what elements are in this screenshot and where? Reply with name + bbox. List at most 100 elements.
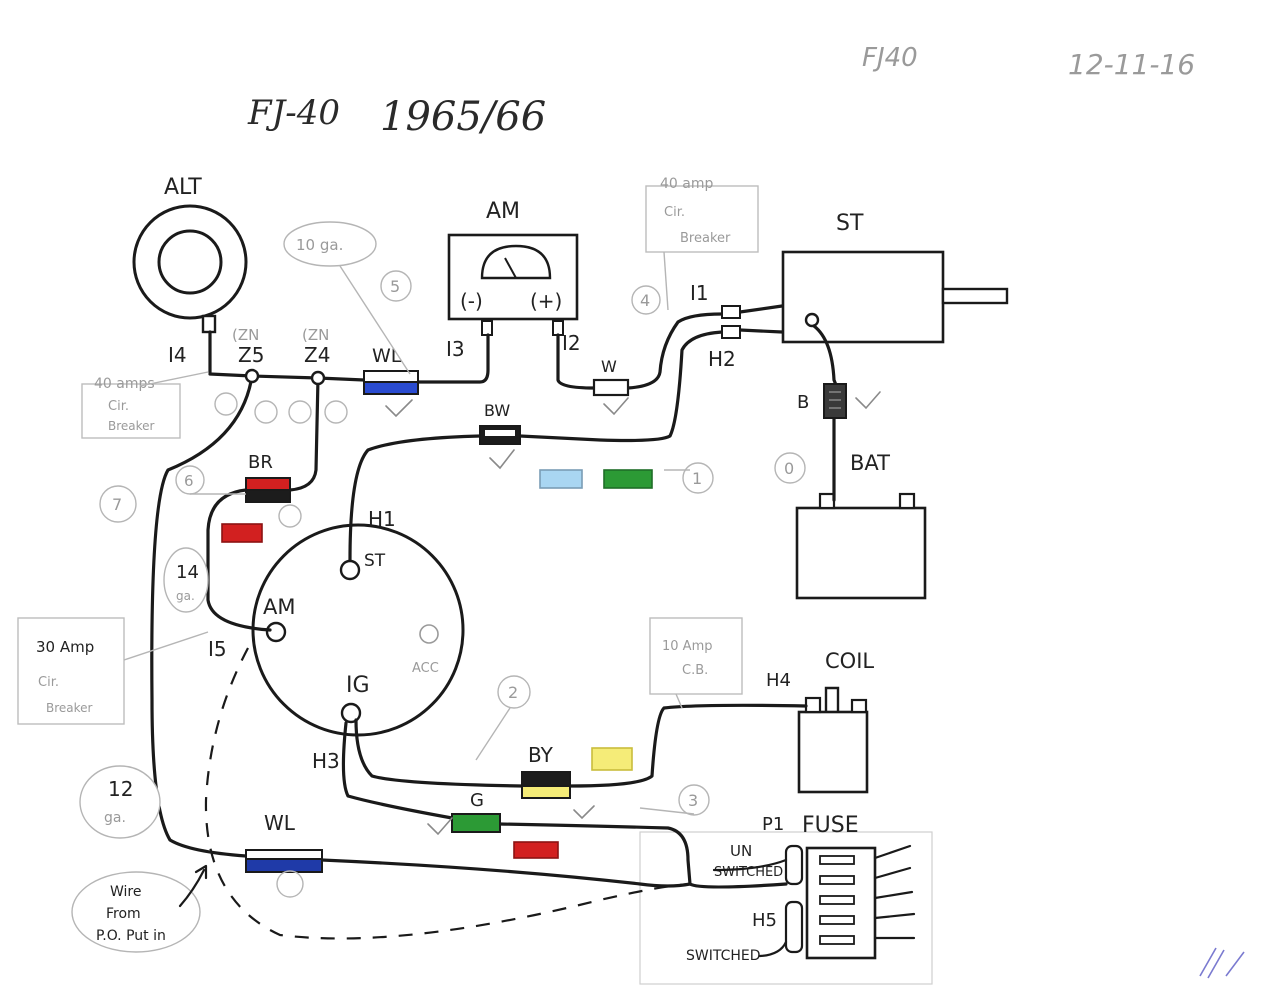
gauge-14-1: 14 xyxy=(176,562,199,583)
title-years: 1965/66 xyxy=(380,94,546,140)
note-12-gauge: 12 ga. xyxy=(79,765,161,839)
code-by: BY xyxy=(528,743,554,767)
wires xyxy=(150,304,838,940)
breaker-40-left-3: Breaker xyxy=(108,419,155,433)
wire-note-3: P.O. Put in xyxy=(96,928,166,944)
gauge-14-2: ga. xyxy=(176,589,195,603)
terminal-i4: I4 xyxy=(168,343,187,367)
terminal-zn-2: (ZN xyxy=(302,326,329,344)
num-5: 5 xyxy=(390,277,400,296)
swatch-red-bottom xyxy=(513,841,559,859)
terminal-i3: I3 xyxy=(446,337,465,361)
fuse-b: B xyxy=(797,383,847,419)
terminal-z5: Z5 xyxy=(238,343,264,367)
terminal-labels: I4 Z5 Z4 (ZN (ZN I3 I2 I1 H2 H1 I5 H3 H4 xyxy=(168,281,791,773)
title-model: FJ-40 xyxy=(247,93,340,133)
unswitched-1: UN xyxy=(730,842,752,860)
connector-g: G xyxy=(451,790,501,833)
corner-model: FJ40 xyxy=(862,43,918,73)
swatch-light-blue xyxy=(539,469,583,489)
breaker-10-1: 10 Amp xyxy=(662,639,712,654)
starter-label: ST xyxy=(836,211,864,236)
ignition-switch: ST AM IG ACC xyxy=(251,523,465,737)
breaker-30-3: Breaker xyxy=(46,701,93,715)
coil-label: COIL xyxy=(825,649,874,673)
starter-motor: ST xyxy=(781,211,1009,344)
bus-junctions xyxy=(244,368,326,386)
swatch-green-top xyxy=(603,469,653,489)
num-7: 7 xyxy=(112,495,122,514)
code-br: BR xyxy=(248,452,273,473)
note-30amp: 30 Amp Cir. Breaker xyxy=(17,617,209,725)
swatch-red-left xyxy=(221,523,263,543)
switch-ig-label: IG xyxy=(346,673,370,698)
gauge-12-2: ga. xyxy=(104,810,126,826)
connector-i1-h2 xyxy=(721,305,741,339)
breaker-30-2: Cir. xyxy=(38,675,59,690)
ammeter-pos: (+) xyxy=(530,289,562,313)
switch-acc-label: ACC xyxy=(412,661,439,676)
fuse-block: FUSE P1 H5 UN SWITCHED SWITCHED xyxy=(639,813,933,985)
terminal-h2: H2 xyxy=(708,347,736,371)
terminal-h4: H4 xyxy=(766,670,791,691)
num-2: 2 xyxy=(508,683,518,702)
note-wire-from-po: Wire From P.O. Put in xyxy=(71,864,208,953)
switched-label: SWITCHED xyxy=(686,948,761,964)
terminal-i2: I2 xyxy=(562,331,581,355)
terminal-h5: H5 xyxy=(752,910,777,931)
breaker-40-left-1: 40 amps xyxy=(94,376,155,392)
breaker-10-2: C.B. xyxy=(682,663,708,678)
connector-bw: BW xyxy=(479,401,521,445)
ammeter-label: AM xyxy=(486,199,520,224)
num-3: 3 xyxy=(688,791,698,810)
num-4: 4 xyxy=(640,291,650,310)
alternator-label: ALT xyxy=(164,175,202,200)
terminal-h3: H3 xyxy=(312,749,340,773)
connector-by: BY xyxy=(521,743,571,799)
gauge-12-1: 12 xyxy=(108,777,133,801)
note-10-gauge: 10 ga. xyxy=(283,221,411,375)
ammeter-gauge: AM (-) (+) xyxy=(447,199,579,336)
ignition-coil: COIL xyxy=(797,649,874,794)
code-g: G xyxy=(470,790,484,811)
breaker-40-top-1: 40 amp xyxy=(660,176,713,192)
note-10amp: 10 Amp C.B. xyxy=(649,617,743,709)
circled-numbers: 5 4 1 0 6 7 2 3 xyxy=(99,270,806,816)
breaker-40-top-2: Cir. xyxy=(664,205,685,220)
num-1: 1 xyxy=(692,469,702,488)
wire-note-1: Wire xyxy=(110,884,142,900)
code-wl-bottom: WL xyxy=(264,811,296,835)
breaker-40-top-3: Breaker xyxy=(680,231,731,246)
connector-w: W xyxy=(592,357,630,397)
ammeter-neg: (-) xyxy=(460,289,483,313)
breaker-30-1: 30 Amp xyxy=(36,638,94,656)
terminal-i5: I5 xyxy=(208,637,227,661)
breaker-40-left-2: Cir. xyxy=(108,399,129,414)
code-w: W xyxy=(601,357,617,376)
battery: BAT xyxy=(795,451,927,600)
gauge-10: 10 ga. xyxy=(296,236,343,254)
note-14-gauge: 14 ga. xyxy=(163,547,209,613)
switch-am-label: AM xyxy=(263,595,295,619)
alternator: ALT xyxy=(132,175,248,334)
terminal-h1: H1 xyxy=(368,507,396,531)
switch-st-label: ST xyxy=(364,551,386,571)
terminal-b: B xyxy=(797,392,809,413)
swatch-yellow xyxy=(591,747,633,771)
connector-wl-bottom: WL xyxy=(245,811,323,873)
terminal-p1: P1 xyxy=(762,814,784,835)
terminal-z4: Z4 xyxy=(304,343,330,367)
note-40amp-top: 40 amp Cir. Breaker xyxy=(645,176,759,311)
connector-wl-top: WL xyxy=(363,345,419,395)
fuse-label: FUSE xyxy=(802,813,859,838)
terminal-i1: I1 xyxy=(690,281,709,305)
connector-br: BR xyxy=(245,452,291,503)
battery-label: BAT xyxy=(850,451,890,475)
date: 12-11-16 xyxy=(1068,48,1195,81)
faint-marks xyxy=(190,391,1245,979)
note-40amps-left: 40 amps Cir. Breaker xyxy=(81,371,209,439)
wire-note-2: From xyxy=(106,906,141,922)
code-wl-top: WL xyxy=(372,345,402,367)
terminal-zn-1: (ZN xyxy=(232,326,259,344)
